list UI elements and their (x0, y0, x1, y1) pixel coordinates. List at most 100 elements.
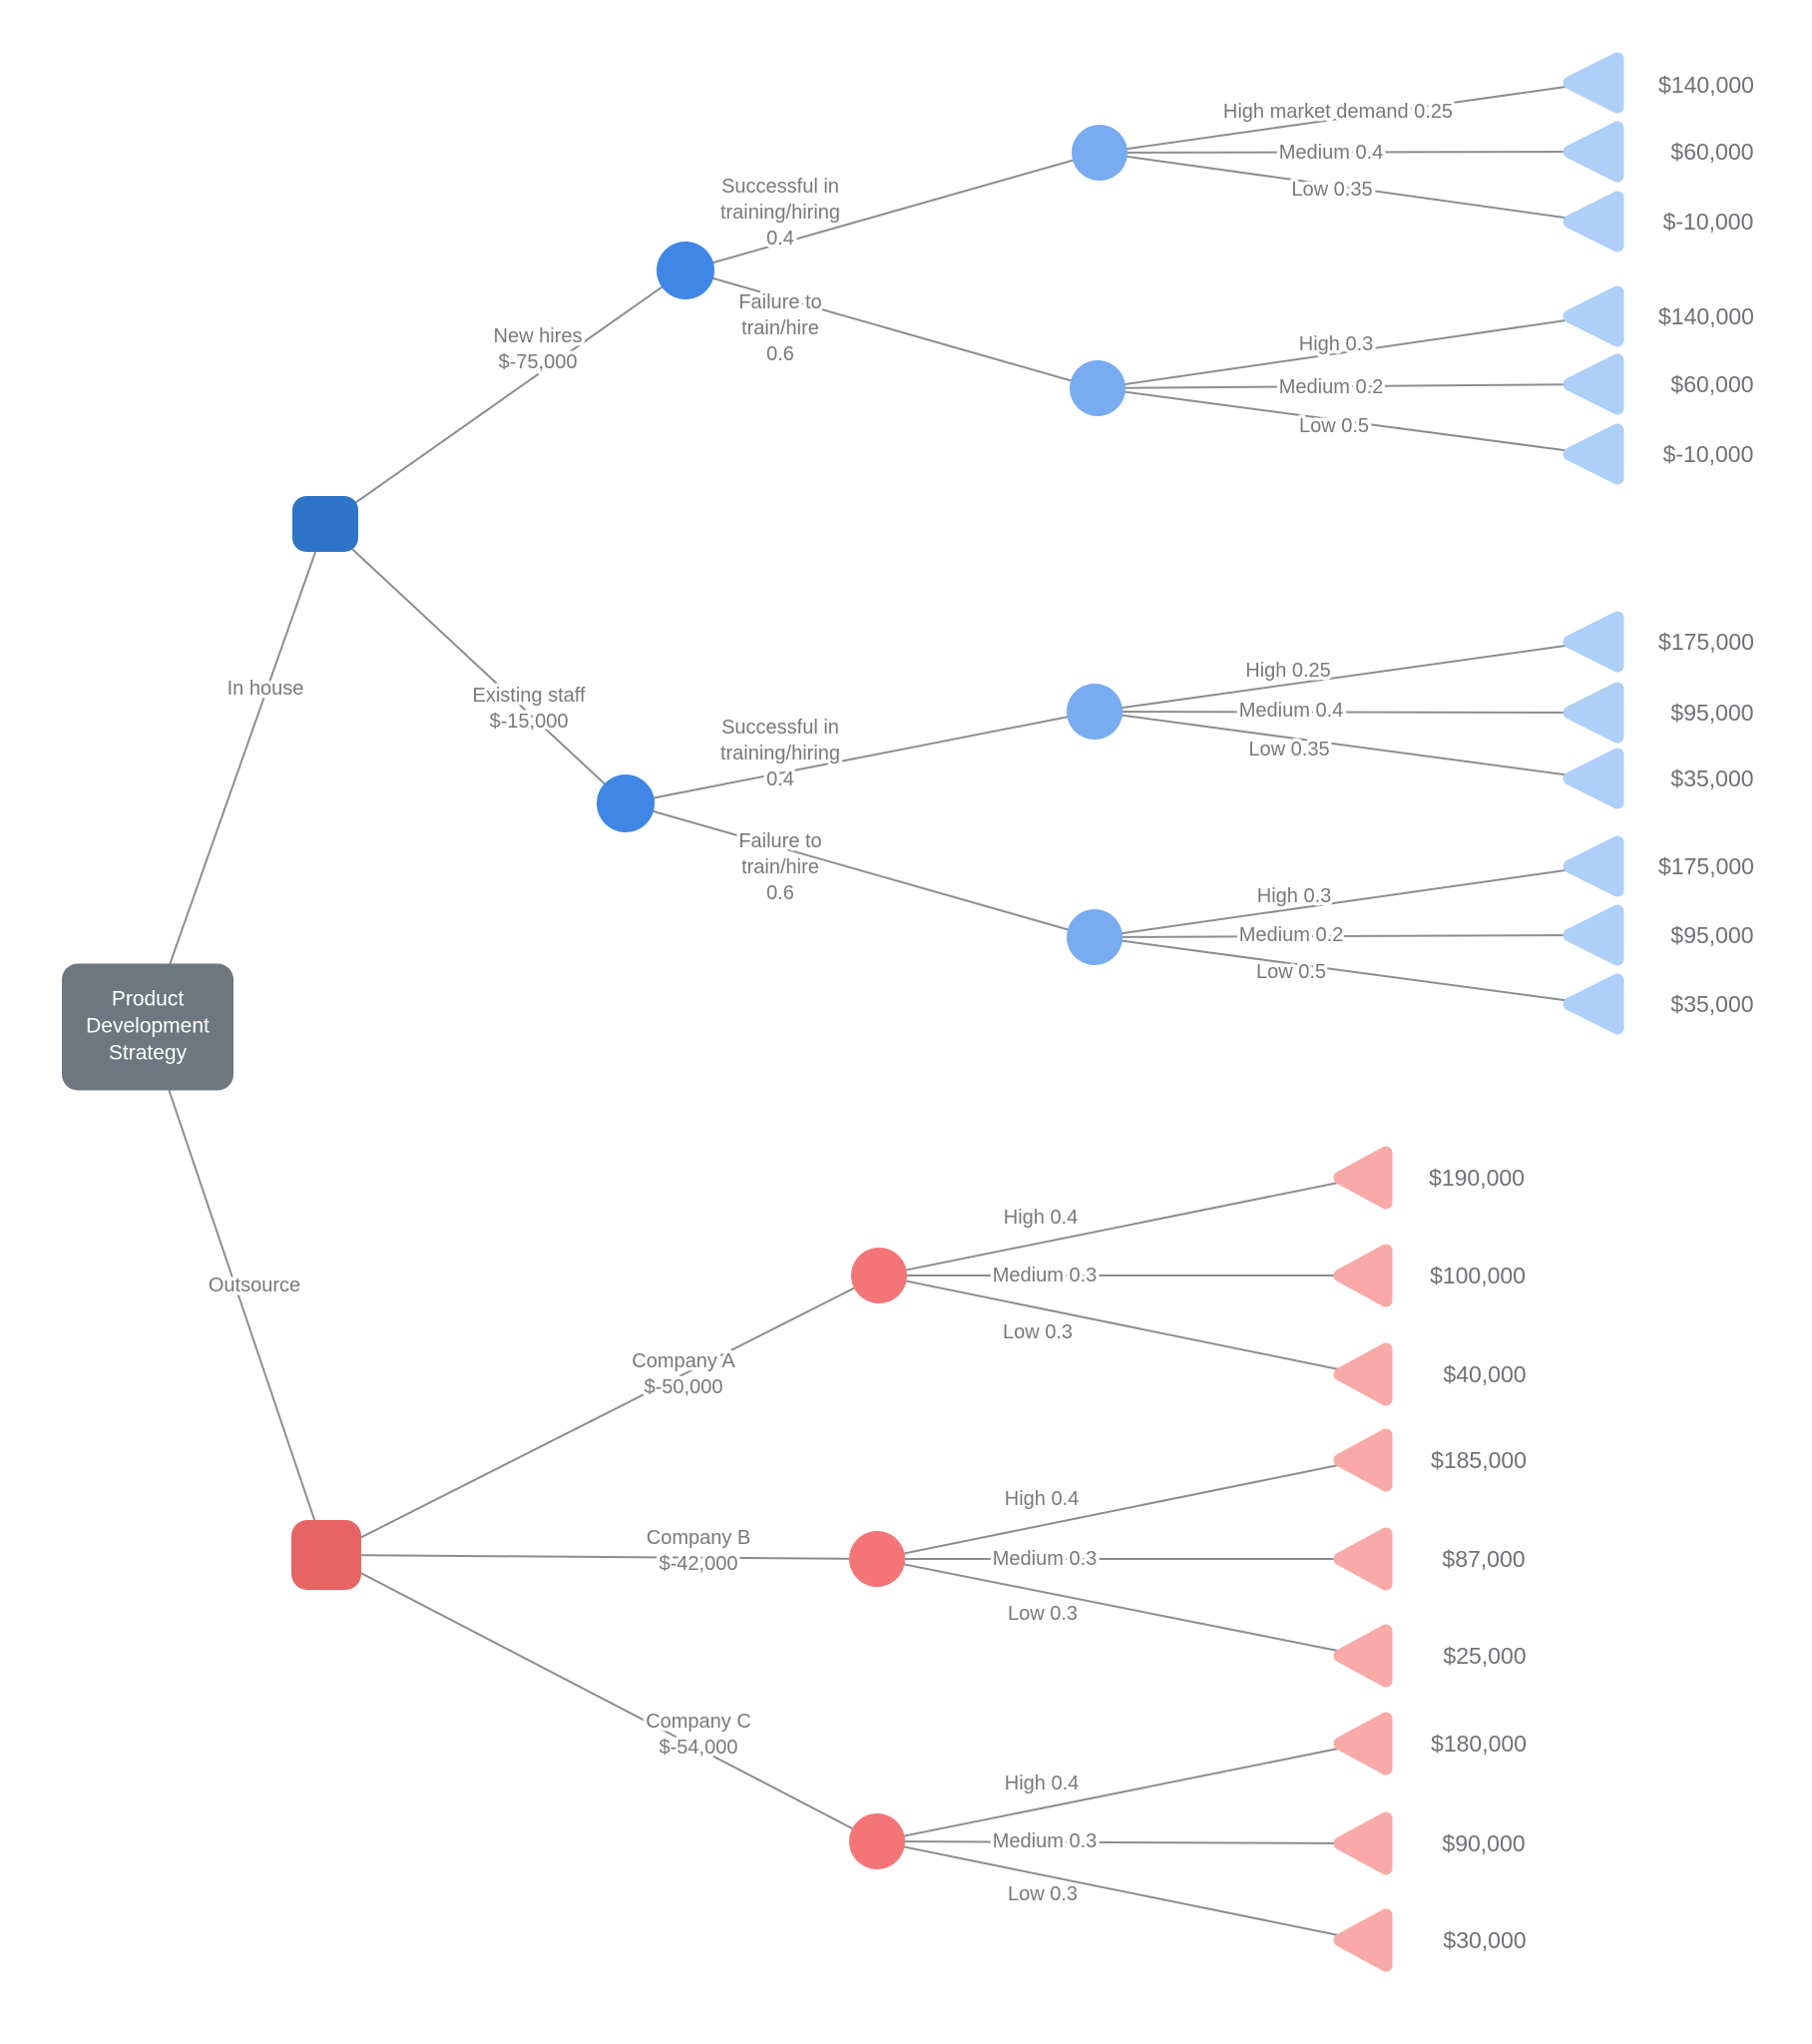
decision-node-outsource (291, 1520, 361, 1590)
value-label-a-low: $40,000 (1443, 1361, 1526, 1387)
end-node-b-high (1333, 1428, 1393, 1492)
end-node-a-high (1333, 1146, 1393, 1210)
prob-label-es-f-high: High 0.3 (1257, 885, 1332, 907)
edge-c_es_s-t9 (1094, 711, 1594, 779)
branch-label-es-failure-line-3: 0.6 (766, 882, 794, 904)
branch-label-es-success-line-3: 0.4 (766, 768, 794, 790)
branch-label-company-b-line-1: Company B (647, 1527, 751, 1549)
value-label-es-s-low: $35,000 (1670, 766, 1753, 791)
prob-label-a-high: High 0.4 (1004, 1207, 1079, 1229)
prob-label-a-low: Low 0.3 (1003, 1321, 1073, 1343)
value-label-a-medium: $100,000 (1430, 1263, 1526, 1288)
end-node-es-f-medium (1563, 904, 1624, 966)
end-node-c-high (1333, 1712, 1393, 1776)
branch-label-nh-success-line-1: Successful in (721, 176, 839, 198)
branch-label-es-success-line-2: training/hiring (720, 743, 840, 765)
branch-label-es-failure-line-2: train/hire (741, 856, 819, 878)
edge-c_nh_s-t3 (1099, 152, 1594, 223)
value-label-es-s-medium: $95,000 (1670, 700, 1753, 726)
value-label-b-medium: $87,000 (1442, 1546, 1525, 1572)
branch-label-es-failure-line-1: Failure to (738, 830, 821, 852)
branch-label-outsource: Outsource (209, 1275, 300, 1296)
edge-sq_out-c_a (325, 1275, 880, 1556)
edge-sq_out-c_b (325, 1554, 878, 1560)
value-label-c-high: $180,000 (1431, 1731, 1527, 1757)
root-node (62, 963, 233, 1091)
end-node-nh-s-medium (1563, 121, 1624, 183)
edge-c_a-t13 (878, 1177, 1364, 1277)
branch-label-company-a-line-2: $-50,000 (645, 1376, 723, 1398)
value-label-b-high: $185,000 (1431, 1447, 1527, 1473)
branch-label-existing-staff-line-2: $-15,000 (490, 711, 569, 733)
value-label-nh-s-medium: $60,000 (1670, 139, 1753, 165)
prob-label-es-s-high: High 0.25 (1245, 660, 1331, 682)
branch-label-nh-failure-line-1: Failure to (738, 291, 821, 313)
end-node-es-s-low (1563, 748, 1624, 809)
edge-root-sq_in (147, 523, 326, 1028)
chance-node-new-hires (657, 242, 714, 299)
value-label-nh-f-medium: $60,000 (1670, 371, 1753, 397)
edge-c_nh_f-t6 (1097, 387, 1594, 455)
end-node-nh-s-high (1563, 52, 1624, 114)
edge-c_nh_f-t4 (1097, 315, 1594, 389)
prob-label-nh-f-medium: Medium 0.2 (1279, 376, 1384, 398)
edge-sq_in-c_nh (324, 269, 686, 525)
value-label-nh-s-low: $-10,000 (1663, 209, 1754, 235)
edge-c_es-c_es_s (625, 711, 1096, 804)
branch-label-existing-staff-line-1: Existing staff (472, 685, 585, 707)
chance-node-company-b (849, 1531, 905, 1587)
edge-c_c-t21 (876, 1840, 1364, 1941)
prob-label-a-medium: Medium 0.3 (993, 1265, 1098, 1286)
edge-root-sq_out (147, 1026, 327, 1556)
end-node-a-low (1333, 1342, 1393, 1406)
prob-label-nh-f-low: Low 0.5 (1299, 415, 1369, 437)
end-node-es-f-high (1563, 835, 1624, 897)
root-label-line-2: Development (86, 1015, 210, 1038)
edge-c_nh_s-t1 (1099, 82, 1594, 154)
edge-c_a-t15 (878, 1275, 1364, 1375)
prob-label-es-s-medium: Medium 0.4 (1239, 700, 1344, 722)
branch-label-nh-failure-line-2: train/hire (741, 317, 819, 339)
edge-c_es_f-t11 (1094, 934, 1594, 938)
edge-c_nh_s-t2 (1099, 151, 1594, 154)
value-label-c-low: $30,000 (1443, 1927, 1526, 1953)
prob-label-c-medium: Medium 0.3 (993, 1830, 1098, 1852)
end-node-b-medium (1333, 1527, 1393, 1591)
edge-sq_out-c_c (325, 1554, 878, 1842)
prob-label-nh-s-medium: Medium 0.4 (1279, 142, 1384, 164)
branch-label-nh-failure-line-3: 0.6 (766, 343, 794, 365)
branch-label-es-success-line-1: Successful in (721, 717, 839, 739)
branch-label-nh-success-line-3: 0.4 (766, 228, 794, 250)
chance-node-existing-staff (597, 774, 655, 832)
end-node-es-f-low (1563, 973, 1624, 1035)
chance-node-nh-success (1072, 125, 1128, 181)
root-label-line-1: Product (112, 988, 185, 1011)
chance-node-company-a (851, 1248, 907, 1303)
chance-node-nh-failure (1070, 360, 1126, 416)
edge-c_es-c_es_f (625, 802, 1096, 938)
prob-label-es-s-low: Low 0.35 (1248, 739, 1329, 761)
end-node-a-medium (1333, 1244, 1393, 1307)
value-label-b-low: $25,000 (1443, 1643, 1526, 1669)
value-label-es-f-medium: $95,000 (1670, 922, 1753, 948)
chance-node-es-failure (1067, 909, 1123, 965)
value-label-a-high: $190,000 (1429, 1165, 1525, 1191)
value-label-es-s-high: $175,000 (1658, 629, 1754, 655)
end-node-nh-s-low (1563, 191, 1624, 253)
edge-c_es_f-t12 (1094, 936, 1594, 1005)
edge-c_nh_f-t5 (1097, 383, 1594, 389)
end-node-b-low (1333, 1624, 1393, 1688)
prob-label-b-medium: Medium 0.3 (993, 1548, 1098, 1570)
end-node-es-s-high (1563, 611, 1624, 673)
end-node-nh-f-medium (1563, 353, 1624, 415)
edge-c_nh-c_nh_s (684, 152, 1101, 271)
value-label-es-f-low: $35,000 (1670, 991, 1753, 1017)
branch-label-company-a-line-1: Company A (632, 1350, 735, 1372)
branch-label-nh-success-line-2: training/hiring (720, 202, 840, 224)
end-node-nh-f-low (1563, 423, 1624, 485)
branch-label-in-house: In house (227, 678, 304, 700)
edge-sq_in-c_es (324, 523, 627, 804)
value-label-es-f-high: $175,000 (1658, 853, 1754, 879)
